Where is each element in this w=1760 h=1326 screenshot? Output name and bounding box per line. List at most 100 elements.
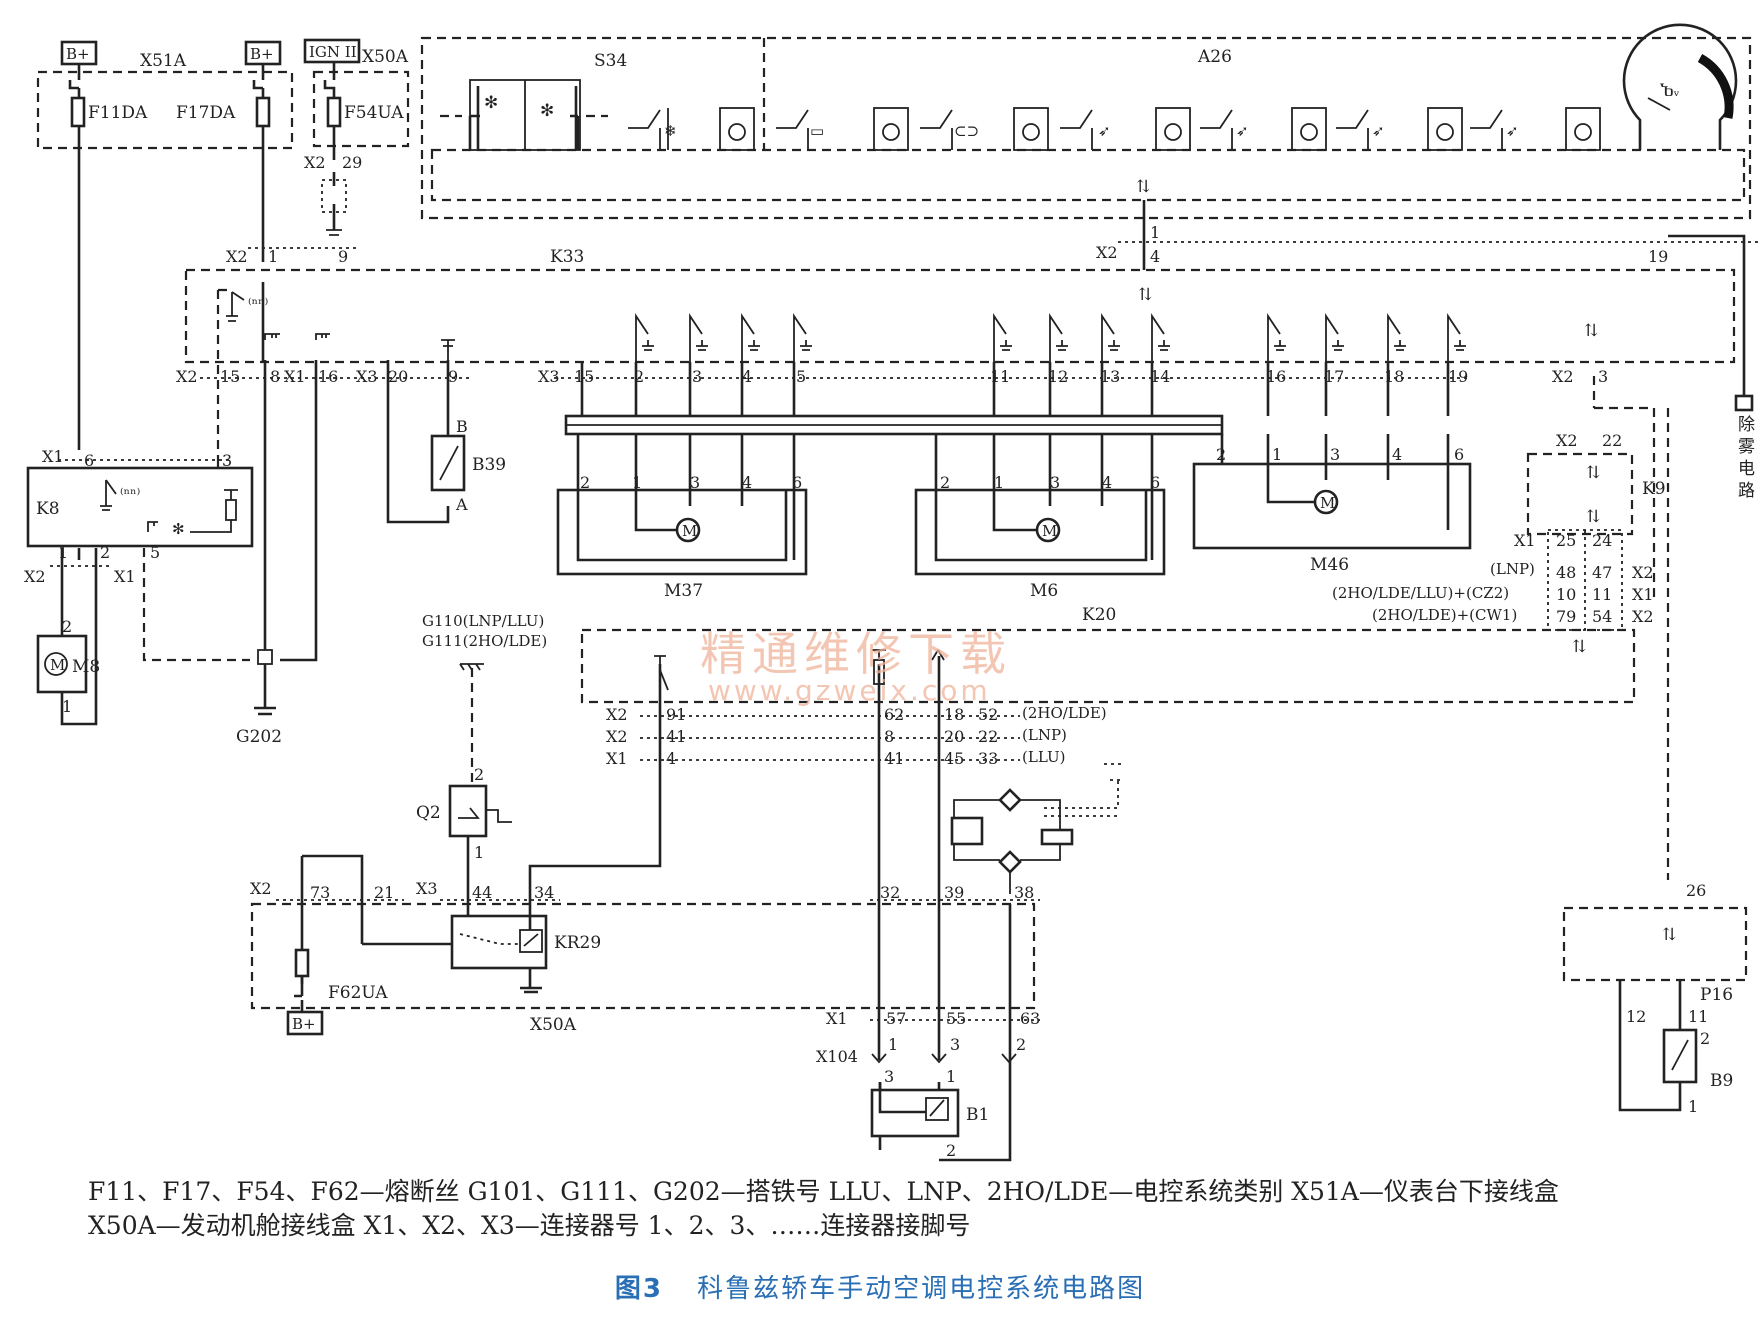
b39-sensor	[430, 434, 466, 492]
pin-38: 38	[1014, 883, 1034, 902]
pin-5-k8: 5	[150, 543, 160, 562]
x3-label-k33b: X3	[356, 367, 378, 386]
pin-2-m8: 2	[62, 617, 72, 636]
watermark-url: www.gzweix.com	[708, 674, 991, 707]
pin-4: 4	[742, 367, 752, 386]
pin-11-p16: 11	[1688, 1007, 1708, 1026]
kr29-label: KR29	[554, 933, 601, 953]
pin-3-b1: 3	[884, 1067, 894, 1086]
pin-29: 29	[342, 153, 362, 172]
x2-label-k9a: X2	[1556, 431, 1578, 450]
floor-defrost-icon: ➶	[1372, 122, 1385, 140]
pin-11: 11	[1592, 585, 1612, 604]
floor-vent-icon: ➶	[1506, 122, 1519, 140]
pin-39: 39	[944, 883, 964, 902]
fan-icon-1: ✻	[484, 93, 498, 113]
pin-2-m37: 2	[580, 473, 590, 492]
k8-label: K8	[36, 499, 60, 519]
pin-6-m46: 6	[1454, 445, 1464, 464]
pin-1-b9: 1	[1688, 1097, 1698, 1116]
pin-3-m6: 3	[1050, 473, 1060, 492]
k33-label: K33	[550, 247, 584, 267]
pin-8: 8	[270, 367, 280, 386]
pin-2: 2	[634, 367, 644, 386]
pin-63: 63	[1020, 1009, 1040, 1028]
fan-icon-2: ✻	[540, 101, 554, 121]
pin-2-b9: 2	[1700, 1029, 1710, 1048]
face-vent-icon: ➶	[1098, 122, 1111, 140]
pin-5: 5	[796, 367, 806, 386]
pin-48: 48	[1556, 563, 1576, 582]
pin-24: 24	[1592, 531, 1612, 550]
ac-snow-icon: ❄	[664, 122, 677, 140]
pin-12-p16: 12	[1626, 1007, 1646, 1026]
variant-cz2: (2HO/LDE/LLU)+(CZ2)	[1332, 584, 1509, 602]
b1-diamond-bottom	[998, 850, 1022, 874]
legend-line-1: F11、F17、F54、F62—熔断丝 G101、G111、G202—搭铁号 L…	[88, 1177, 1559, 1206]
pin-3: 3	[692, 367, 702, 386]
x50a-top-box	[312, 70, 410, 148]
variant-lnp: (LNP)	[1022, 726, 1067, 744]
x1-label-b1a: X1	[826, 1009, 848, 1028]
m6-motor-icon: M	[1042, 522, 1057, 540]
a26-button-row: ❄ ▭ ⊂⊃ ➶ ➶ ➶ ➶	[628, 107, 1601, 151]
m46-motor-icon: M	[1320, 494, 1335, 512]
g202-label: G202	[236, 727, 282, 747]
bus-arrow-k33-right: ⇅	[1584, 321, 1598, 341]
k20-box	[580, 628, 1636, 704]
pin-2-x104: 2	[1016, 1035, 1026, 1054]
pin-1-q2: 1	[474, 843, 484, 862]
variant-lnp-k9: (LNP)	[1490, 560, 1535, 578]
variant-2ho-lde: (2HO/LDE)	[1022, 704, 1107, 722]
pin-4b: 4	[666, 749, 676, 768]
pin-19: 19	[1448, 367, 1468, 386]
x2-label-a: X2	[304, 153, 326, 172]
pin-6-m37: 6	[792, 473, 802, 492]
f62ua-label: F62UA	[328, 983, 388, 1003]
pin-4-m46: 4	[1392, 445, 1402, 464]
pin-45: 45	[944, 749, 964, 768]
pin-2-m46: 2	[1216, 445, 1226, 464]
b1-label: B1	[966, 1105, 989, 1125]
s34-label: S34	[594, 51, 627, 71]
f17da-label: F17DA	[176, 103, 236, 123]
x2-label-k9d: X2	[1632, 607, 1654, 626]
pin-6-m6: 6	[1150, 473, 1160, 492]
temp-dial	[1622, 23, 1738, 150]
pin-8b: 8	[884, 727, 894, 746]
bplus-label-3: B+	[292, 1015, 316, 1033]
b1-diamond-top	[998, 788, 1022, 812]
pin-10: 10	[1556, 585, 1576, 604]
b9-label: B9	[1710, 1071, 1733, 1091]
pin-57: 57	[886, 1009, 906, 1028]
defog-label: 除雾电路	[1738, 415, 1755, 501]
k9-box	[1526, 452, 1634, 536]
bplus-terminal-3	[286, 1010, 324, 1036]
pin-2-k8: 2	[100, 543, 110, 562]
pin-26: 26	[1686, 881, 1706, 900]
x1-label-k20: X1	[606, 749, 628, 768]
a26-label: A26	[1197, 47, 1232, 67]
pin-4-bus: 4	[1150, 247, 1160, 266]
pin-1-m37: 1	[632, 473, 642, 492]
pin-20b: 20	[944, 727, 964, 746]
pin-44: 44	[472, 883, 492, 902]
q2-relay	[448, 784, 488, 838]
pin-1-m8: 1	[62, 697, 72, 716]
temp-dial-icon: Ⴆᵥ	[1660, 82, 1680, 100]
bplus-label-1: B+	[66, 45, 90, 63]
legend-line-2: X50A—发动机舱接线盒 X1、X2、X3—连接器号 1、2、3、……连接器接脚…	[88, 1211, 971, 1240]
x2-label-k9top: X2	[1552, 367, 1574, 386]
recirc-icon: ⊂⊃	[954, 122, 979, 140]
k33-box	[184, 268, 1736, 364]
pin-1-m6: 1	[994, 473, 1004, 492]
kr29-relay	[450, 914, 548, 970]
x1-label-k9c: X1	[1632, 585, 1654, 604]
rear-defog-icon: ▭	[810, 122, 824, 140]
pin-2-b1: 2	[946, 1141, 956, 1160]
pin-3-x104: 3	[950, 1035, 960, 1054]
f54ua-label: F54UA	[344, 103, 404, 123]
a26-bus-box	[430, 148, 1746, 202]
pin-14: 14	[1150, 367, 1170, 386]
x3-label-k33c: X3	[538, 367, 560, 386]
